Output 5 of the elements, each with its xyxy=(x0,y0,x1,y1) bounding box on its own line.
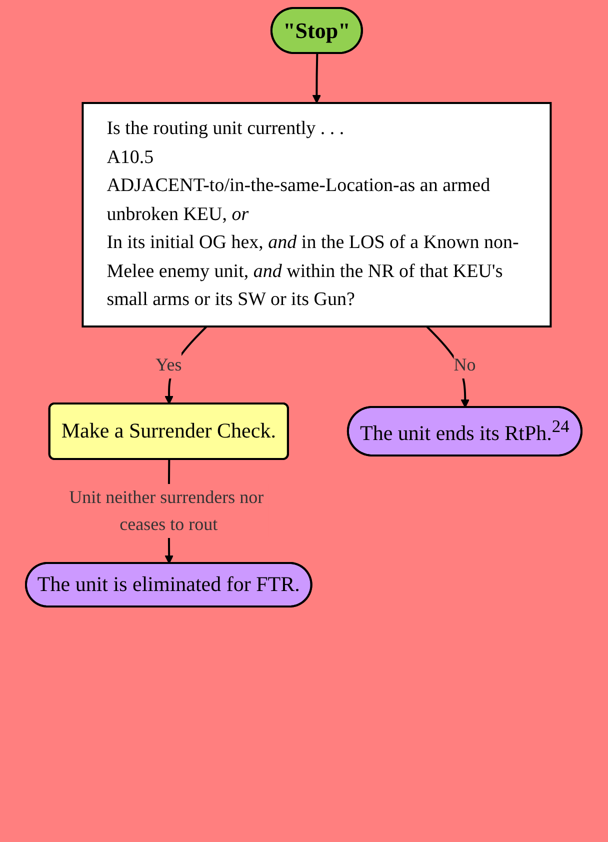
node-box: Is the routing unit currently . . . A10.5 ADJACENT-to/in-the-same-Location-as an armed unbroken KEU, or In its initial OG hex, and in the LOS of a Known non-Melee enemy unit, and within the NR of that KEU's small arms or its SW or its Gun? xyxy=(82,102,552,328)
edge-label: Unit neither surrenders nor ceases to rout xyxy=(69,486,264,534)
arrow xyxy=(312,53,322,104)
edge-label: Yes xyxy=(156,354,182,374)
edge-label: No xyxy=(454,354,476,374)
